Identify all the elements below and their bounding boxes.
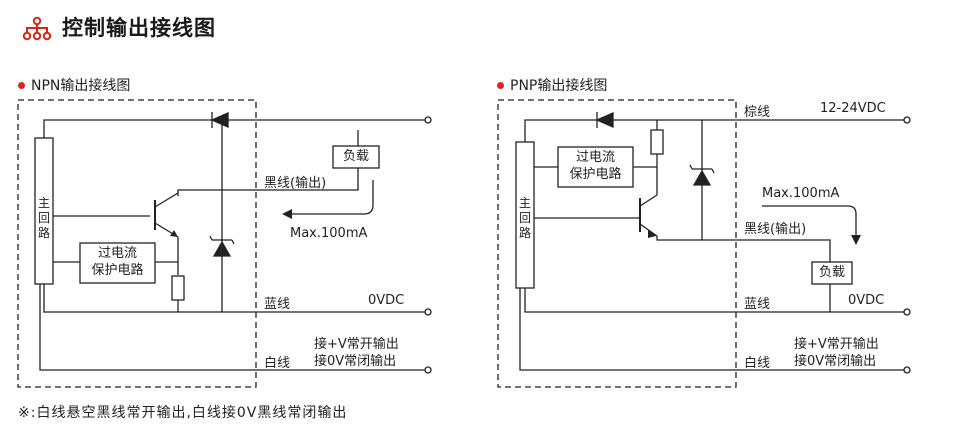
npn-terminal-blue bbox=[424, 308, 432, 316]
npn-load-label: 负载 bbox=[342, 149, 369, 164]
pnp-zero-vdc-label: 0VDC bbox=[848, 293, 885, 308]
npn-zener bbox=[209, 235, 235, 257]
npn-protection-label-2: 保护电路 bbox=[91, 263, 144, 278]
pnp-terminal-white bbox=[903, 366, 911, 374]
npn-sensor-housing bbox=[17, 99, 257, 388]
pnp-zener bbox=[689, 164, 715, 186]
npn-diode bbox=[210, 112, 229, 128]
pnp-section-title: PNP输出接线图 bbox=[497, 75, 607, 95]
pnp-brown-wire-label: 棕线 bbox=[744, 105, 771, 120]
pnp-black-wire-label: 黑线(输出) bbox=[744, 222, 807, 237]
footnote: ※:白线悬空黑线常开输出,白线接0V黑线常闭输出 bbox=[18, 405, 348, 421]
bullet-dot bbox=[18, 81, 25, 89]
pnp-protection-label-2: 保护电路 bbox=[569, 167, 622, 182]
pnp-max-current-label: Max.100mA bbox=[762, 186, 840, 201]
pnp-diode bbox=[595, 112, 614, 128]
npn-zero-vdc-label: 0VDC bbox=[368, 293, 405, 308]
pnp-terminal-brown bbox=[903, 116, 911, 124]
pnp-protection-label-1: 过电流 bbox=[575, 150, 615, 165]
npn-protection-box bbox=[79, 242, 156, 284]
pnp-blue-wire-label: 蓝线 bbox=[744, 297, 771, 312]
npn-section-title: NPN输出接线图 bbox=[18, 75, 130, 95]
npn-current-arrow bbox=[282, 209, 292, 219]
npn-black-wire-label: 黑线(输出) bbox=[264, 176, 327, 191]
header-icon bbox=[22, 16, 52, 46]
pnp-main-circuit-label: 主回路 bbox=[518, 196, 531, 240]
page-title: 控制输出接线图 bbox=[62, 16, 216, 40]
bullet-dot bbox=[497, 81, 504, 89]
pnp-current-arrow bbox=[851, 235, 861, 245]
npn-terminal-brown bbox=[424, 116, 432, 124]
pnp-white-note-2: 接0V常闭输出 bbox=[794, 354, 877, 369]
npn-load-box bbox=[332, 145, 380, 169]
npn-protection-label-1: 过电流 bbox=[97, 246, 137, 261]
pnp-emitter-arrow bbox=[648, 230, 656, 238]
npn-main-circuit-label: 主回路 bbox=[37, 196, 50, 240]
npn-white-note-1: 接+V常开输出 bbox=[314, 337, 399, 352]
npn-terminal-white bbox=[424, 366, 432, 374]
pnp-sensor-housing bbox=[497, 99, 737, 388]
pnp-load-label: 负载 bbox=[818, 265, 845, 280]
npn-white-note-2: 接0V常闭输出 bbox=[314, 354, 397, 369]
npn-max-current-label: Max.100mA bbox=[290, 226, 368, 241]
wiring-diagram-icon bbox=[22, 16, 52, 41]
pnp-terminal-blue bbox=[903, 308, 911, 316]
npn-emitter-arrow bbox=[170, 230, 178, 237]
npn-diagram bbox=[17, 99, 432, 388]
npn-blue-wire-label: 蓝线 bbox=[264, 297, 291, 312]
pnp-white-note-1: 接+V常开输出 bbox=[794, 337, 879, 352]
pnp-supply-label: 12-24VDC bbox=[820, 101, 886, 116]
pnp-diagram bbox=[497, 99, 911, 388]
pnp-white-wire-label: 白线 bbox=[744, 356, 771, 371]
pnp-load-box bbox=[811, 261, 853, 285]
npn-white-wire-label: 白线 bbox=[264, 356, 291, 371]
